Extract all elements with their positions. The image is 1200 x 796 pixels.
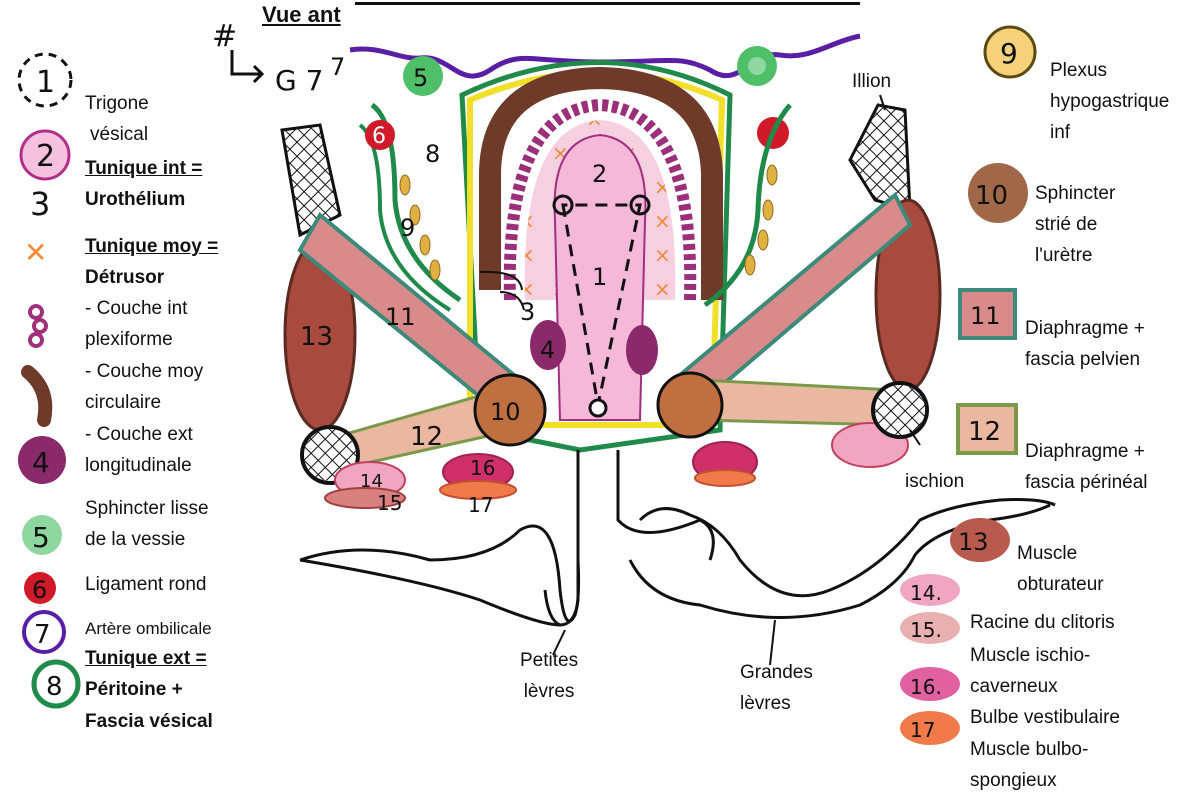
svg-text:G 7: G 7 <box>275 64 323 97</box>
num-12: 12 <box>410 422 443 452</box>
svg-text:5: 5 <box>32 521 50 554</box>
sphincter-lisse-right <box>626 325 658 375</box>
label-petites-levres: Petites lèvres <box>520 645 578 707</box>
svg-text:8: 8 <box>46 672 63 702</box>
num-4: 4 <box>540 336 555 364</box>
sphincter-strie-right <box>658 373 722 437</box>
svg-text:13: 13 <box>958 528 989 556</box>
svg-text:15.: 15. <box>910 618 942 642</box>
svg-text:12: 12 <box>968 417 1001 447</box>
svg-text:#: # <box>212 19 237 54</box>
num-17: 17 <box>468 493 493 517</box>
legend-icons: 1 2 3 ✕ 4 5 6 7 8 <box>18 54 78 706</box>
svg-text:17: 17 <box>910 718 935 742</box>
num-15: 15 <box>377 491 402 515</box>
legend-num-3: 3 <box>30 185 50 223</box>
svg-text:16.: 16. <box>910 675 942 699</box>
legend-fascia-vesical: Fascia vésical <box>85 675 213 737</box>
diaphragme-perineal-right <box>700 380 895 425</box>
num-13: 13 <box>300 322 333 352</box>
num-6: 6 <box>372 124 386 149</box>
ischion-right <box>875 385 925 435</box>
label-ischion: ischion <box>905 466 964 497</box>
num-10: 10 <box>490 398 521 426</box>
num-2: 2 <box>592 160 607 188</box>
bulbo-spongieux-right <box>695 470 755 486</box>
diagram-stage: Vue ant × 1 2 3 ✕ <box>0 0 1200 763</box>
num-14: 14 <box>360 471 383 492</box>
svg-text:14.: 14. <box>910 581 942 605</box>
legend-diaphragme-perineal: Diaphragme +fascia périnéal <box>1025 405 1148 498</box>
num-16: 16 <box>470 456 495 480</box>
longitudinal-legend-icon <box>28 372 45 420</box>
svg-text:6: 6 <box>32 576 47 604</box>
legend-diaphragme-pelvien: Diaphragme +fascia pelvien <box>1025 282 1145 375</box>
hash-annotation: # G 7 <box>212 19 323 97</box>
svg-text:4: 4 <box>32 446 50 479</box>
num-7: 7 <box>330 53 345 81</box>
num-9: 9 <box>400 214 415 242</box>
legend-num-1: 1 <box>36 65 55 100</box>
contour-left <box>300 526 579 621</box>
illion-left <box>282 125 340 235</box>
label-grandes-levres: Grandes lèvres <box>740 657 813 719</box>
chain-legend-icon <box>30 306 46 346</box>
cross-legend-icon: ✕ <box>24 236 47 269</box>
num-5: 5 <box>413 64 428 92</box>
svg-text:11: 11 <box>970 302 1001 330</box>
num-1: 1 <box>592 263 607 291</box>
num-8: 8 <box>425 140 440 168</box>
label-illion: Illion <box>852 66 891 97</box>
svg-text:2: 2 <box>36 139 55 174</box>
svg-text:9: 9 <box>1000 37 1018 70</box>
illion-right <box>850 105 910 210</box>
num-3: 3 <box>520 298 535 326</box>
num-11: 11 <box>385 303 416 331</box>
svg-text:10: 10 <box>975 181 1008 211</box>
svg-text:7: 7 <box>34 620 51 650</box>
legend-bulbo-spongieux: Muscle bulbo-spongieux <box>970 703 1088 796</box>
